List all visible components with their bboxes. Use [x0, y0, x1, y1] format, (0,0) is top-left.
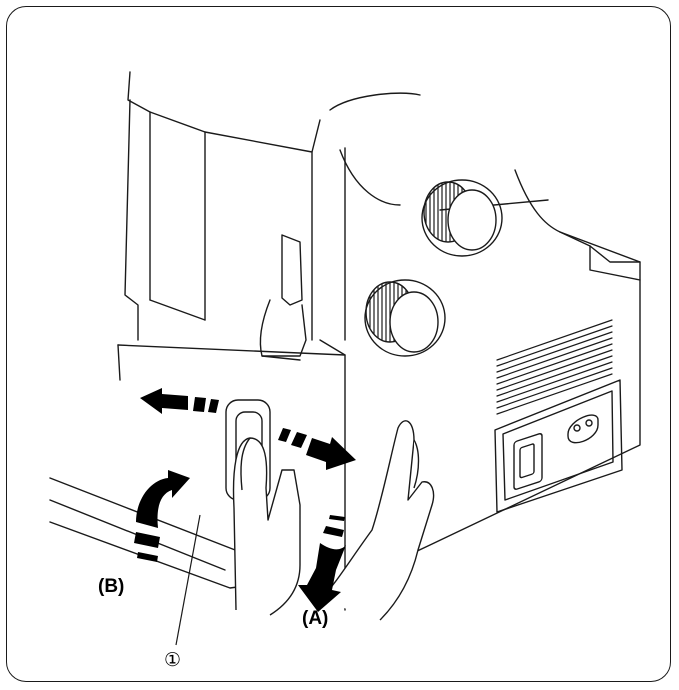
- arrow-b-icon: [134, 470, 190, 562]
- right-hand: [319, 420, 435, 621]
- arrow-slide-right-icon: [278, 428, 356, 470]
- power-panel: [494, 379, 623, 513]
- dial-icon[interactable]: [364, 279, 446, 357]
- part-number-1: ①: [164, 649, 181, 671]
- release-lever: [259, 234, 307, 361]
- arrow-a-icon: [298, 515, 346, 612]
- illustration-frame: [6, 6, 671, 682]
- power-socket-icon[interactable]: [567, 414, 599, 444]
- power-switch-icon[interactable]: [513, 432, 543, 490]
- label-b: (B): [98, 576, 124, 597]
- ventilation-grill: [496, 319, 613, 415]
- front-cover: [49, 339, 346, 611]
- left-hand: [232, 437, 301, 616]
- dial-icon[interactable]: [421, 179, 503, 257]
- leader-line: [175, 514, 201, 646]
- arrow-slide-left-icon: [140, 388, 219, 414]
- label-a: (A): [302, 608, 328, 629]
- machine-upper-body: [124, 71, 346, 341]
